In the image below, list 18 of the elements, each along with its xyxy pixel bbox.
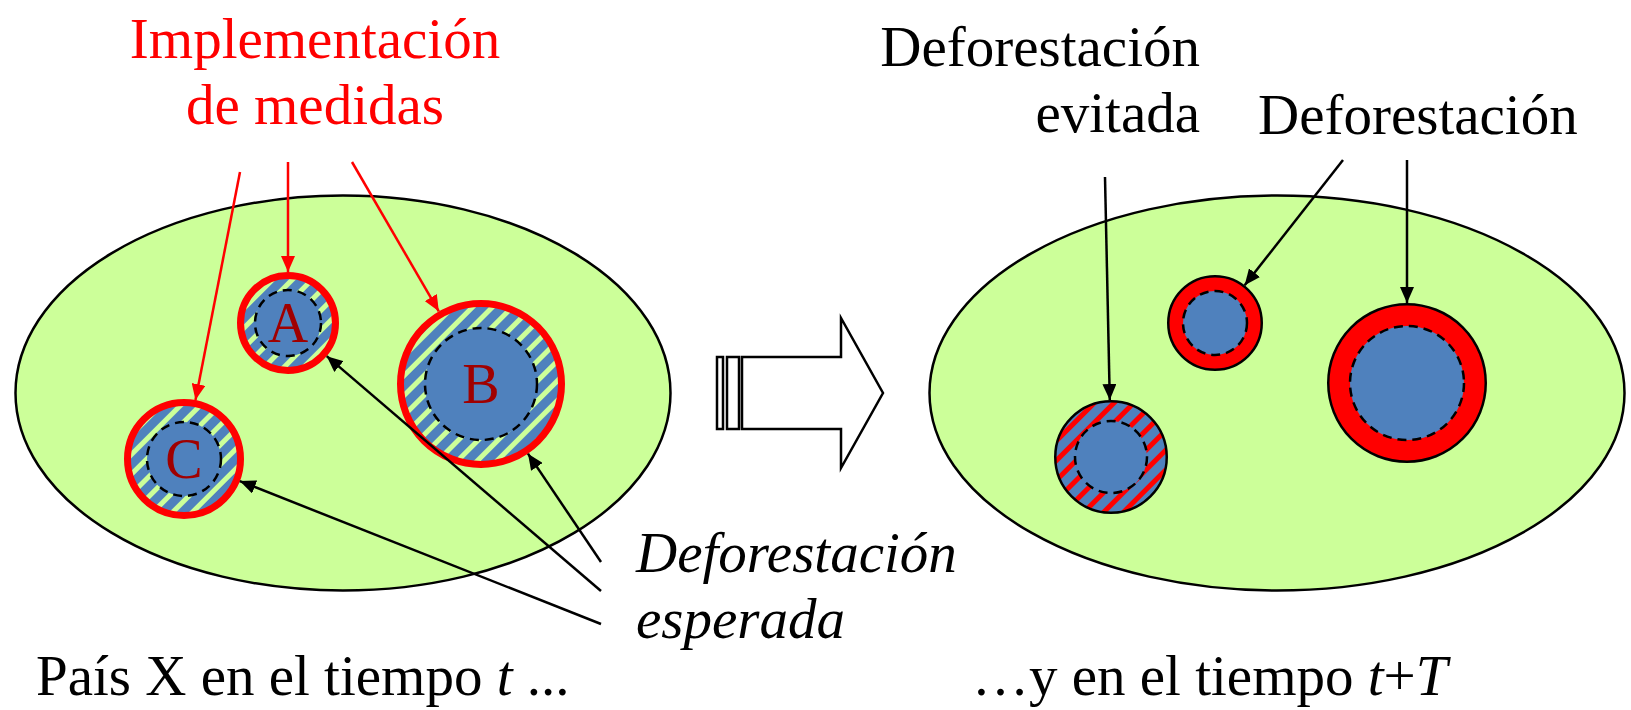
leader-line [281, 162, 295, 272]
leader-line [191, 171, 242, 401]
annotation-text: Deforestación esperada [636, 520, 1016, 652]
annotation-text: Deforestación evitada [838, 14, 1200, 146]
circle-letter: B [462, 356, 500, 412]
leader-line [350, 161, 440, 312]
caption-text: País X en el tiempo t ... [36, 643, 570, 709]
leader-line [1400, 160, 1414, 303]
leader-line [1243, 159, 1344, 287]
leader-line [239, 479, 602, 626]
leader-line [526, 452, 603, 563]
annotation-text: Implementación de medidas [100, 6, 530, 138]
circle-letter: C [165, 431, 203, 487]
circle-letter: A [267, 295, 309, 351]
annotation-text: Deforestación [1258, 82, 1630, 148]
leader-line [325, 355, 602, 592]
leader-line [1102, 176, 1117, 401]
block-arrow [715, 313, 885, 473]
